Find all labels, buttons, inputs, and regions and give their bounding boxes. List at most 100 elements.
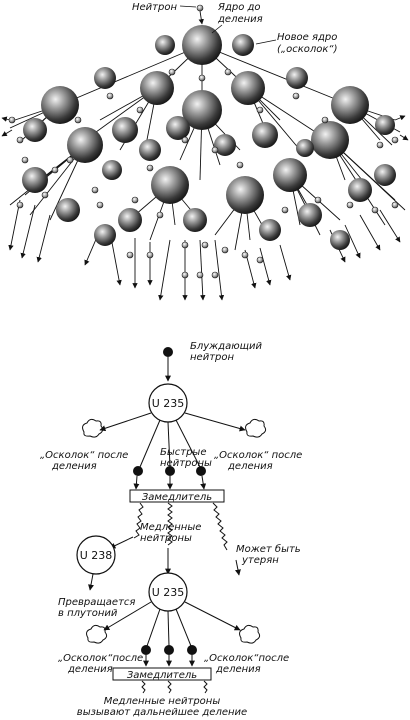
neutron-icon bbox=[196, 4, 204, 12]
fission-scheme bbox=[76, 347, 267, 694]
neutron-icon bbox=[391, 136, 399, 144]
fragment-nucleus bbox=[298, 203, 322, 227]
slow-neutron-icon bbox=[187, 645, 197, 655]
neutron-path-arrow bbox=[158, 239, 171, 301]
neutron-icon bbox=[292, 92, 300, 100]
fragment-nucleus bbox=[94, 67, 116, 89]
fast-neutrons-label-2: нейтроны bbox=[160, 458, 212, 469]
nucleus bbox=[182, 90, 222, 130]
fragment-br-arrow bbox=[184, 601, 241, 631]
fast-neutron-line-1 bbox=[139, 419, 161, 468]
neutron-icon bbox=[196, 271, 204, 279]
chain-reaction bbox=[1, 4, 409, 301]
neutron-icon bbox=[321, 116, 329, 124]
nucleus-leader bbox=[211, 24, 223, 34]
fragment-nucleus bbox=[214, 134, 236, 156]
nucleus-before-label-1: Ядро до bbox=[217, 2, 261, 13]
neutron-path-arrow bbox=[344, 224, 361, 259]
fragment-nucleus bbox=[296, 139, 314, 157]
fragment-nucleus bbox=[118, 208, 142, 232]
slow-wave-left bbox=[133, 502, 144, 539]
neutron-path bbox=[59, 44, 203, 106]
neutron-icon bbox=[371, 206, 379, 214]
fragment-br-label-1: „Осколок“после bbox=[204, 653, 289, 664]
neutron-path-arrow bbox=[394, 115, 406, 121]
neutron-path-arrow bbox=[279, 244, 292, 281]
neutron-path-arrow bbox=[1, 129, 13, 137]
neutron-icon bbox=[91, 186, 99, 194]
fragment-label-1: Новое ядро bbox=[277, 32, 337, 43]
further-fission-label-2: вызывают дальнейшее деление bbox=[77, 707, 247, 718]
neutron-icon bbox=[136, 106, 144, 114]
nucleus bbox=[41, 86, 79, 124]
fragment-right-label-2: деления bbox=[227, 461, 273, 472]
neutron-path-arrow bbox=[36, 214, 51, 263]
slow-arrow-left bbox=[109, 536, 134, 549]
fragment-left-cloud bbox=[82, 418, 104, 438]
nucleus bbox=[226, 176, 264, 214]
neutron-path bbox=[201, 44, 351, 106]
fragment-nucleus bbox=[166, 116, 190, 140]
stray-neutron-label-1: Блуждающий bbox=[190, 341, 263, 352]
neutron-icon bbox=[16, 201, 24, 209]
lost-neutron-arrow bbox=[234, 559, 241, 576]
further-fission-label-1: Медленные нейтроны bbox=[104, 696, 221, 707]
neutron-path-arrow bbox=[198, 10, 204, 25]
fragment-br-cloud bbox=[239, 624, 261, 644]
fragment-nucleus bbox=[330, 230, 350, 250]
neutron-icon bbox=[236, 161, 244, 169]
nucleus bbox=[331, 86, 369, 124]
fragment-right-arrow bbox=[184, 412, 246, 432]
neutron-icon bbox=[346, 201, 354, 209]
slow-neutron-icon bbox=[141, 645, 151, 655]
neutron-path-arrow bbox=[199, 239, 206, 301]
neutron-path-arrow bbox=[214, 239, 225, 301]
neutron-icon bbox=[314, 196, 322, 204]
u235-top-label: U 235 bbox=[152, 397, 185, 410]
nucleus bbox=[273, 158, 307, 192]
neutron-icon bbox=[181, 241, 189, 249]
neutron-icon bbox=[168, 68, 176, 76]
neutron-icon bbox=[224, 68, 232, 76]
fragment-nucleus bbox=[112, 117, 138, 143]
neutron-icon bbox=[131, 196, 139, 204]
plutonium-arrow bbox=[88, 573, 94, 591]
fragment-left-label-2: деления bbox=[51, 461, 97, 472]
fragment-leader bbox=[255, 39, 277, 45]
neutron-icon bbox=[41, 191, 49, 199]
fragment-right-cloud bbox=[245, 418, 267, 438]
may-be-lost-label-2: утерян bbox=[241, 555, 279, 566]
nucleus bbox=[311, 121, 349, 159]
neutron-path-arrow bbox=[259, 247, 272, 286]
neutron-icon bbox=[391, 201, 399, 209]
neutron-icon bbox=[211, 146, 219, 154]
neutron-path-arrow bbox=[379, 209, 401, 243]
neutron-line-b1 bbox=[146, 608, 161, 647]
fragment-bl-label-2: деления bbox=[67, 664, 113, 675]
plutonium-label-1: Превращается bbox=[58, 597, 135, 608]
fragment-nucleus bbox=[22, 167, 48, 193]
nucleus-before-fission bbox=[182, 25, 222, 65]
slow-neutron-icon bbox=[164, 645, 174, 655]
fragment-bl-cloud bbox=[86, 624, 108, 644]
neutron-icon bbox=[376, 141, 384, 149]
neutron-path-arrow bbox=[8, 199, 21, 251]
neutron-icon bbox=[74, 116, 82, 124]
neutron-leader bbox=[179, 5, 197, 8]
wiggle bbox=[167, 680, 172, 694]
fast-neutrons-label-1: Быстрые bbox=[160, 447, 206, 458]
neutron-icon bbox=[146, 164, 154, 172]
fragment-right-label-1: „Осколок“ после bbox=[214, 450, 302, 461]
fragment-bl-arrow bbox=[103, 601, 152, 631]
stray-neutron-icon bbox=[163, 347, 173, 357]
neutron-icon bbox=[221, 246, 229, 254]
lost-neutron-wave bbox=[212, 502, 228, 551]
neutron-path-arrow bbox=[1, 116, 11, 122]
fast-neutron-line-3 bbox=[175, 419, 201, 468]
nucleus bbox=[140, 71, 174, 105]
u238-nucleus bbox=[76, 535, 116, 575]
fast-neutron-icon bbox=[196, 466, 206, 476]
fragment-nucleus bbox=[183, 208, 207, 232]
neutron-icon bbox=[21, 156, 29, 164]
